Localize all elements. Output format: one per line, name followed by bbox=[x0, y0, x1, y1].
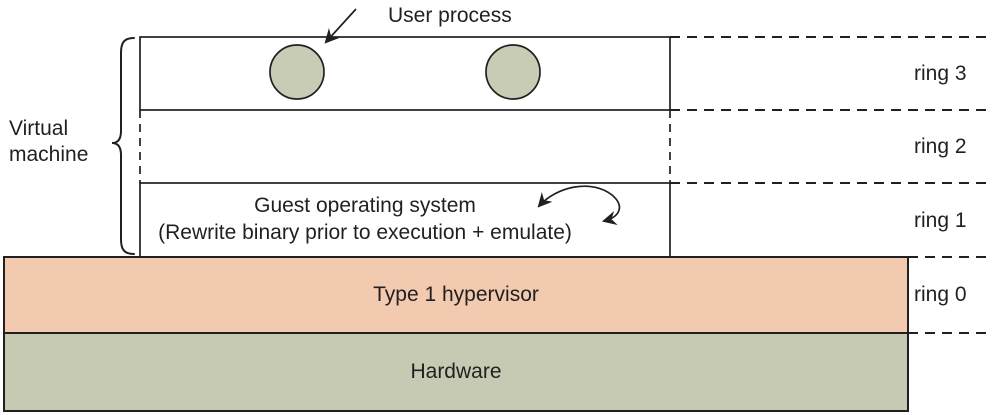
user-process-label: User process bbox=[388, 4, 512, 27]
hardware-label: Hardware bbox=[410, 360, 502, 383]
user-process-circle bbox=[485, 44, 541, 100]
hypervisor-label: Type 1 hypervisor bbox=[373, 283, 539, 306]
ring0-label: ring 0 bbox=[914, 283, 967, 306]
ring3-label: ring 3 bbox=[914, 62, 967, 85]
user-process-circle bbox=[269, 44, 325, 100]
hardware-bar bbox=[3, 332, 909, 412]
ring3-row-box bbox=[139, 36, 671, 111]
ring1-label: ring 1 bbox=[914, 209, 967, 232]
guest-os-title: Guest operating system bbox=[254, 194, 476, 217]
virtual-machine-label: Virtual machine bbox=[9, 117, 89, 166]
virtual-machine-brace bbox=[111, 37, 135, 255]
hypervisor-bar bbox=[3, 256, 909, 334]
guest-os-subtitle: (Rewrite binary prior to execution + emu… bbox=[158, 221, 572, 244]
user-process-arrow bbox=[324, 8, 357, 44]
ring2-row-dashed-edges bbox=[139, 110, 671, 183]
guest-os-block: Guest operating system (Rewrite binary p… bbox=[145, 192, 585, 246]
ring2-label: ring 2 bbox=[914, 135, 967, 158]
binary-rewrite-loop-arrow bbox=[537, 185, 621, 226]
